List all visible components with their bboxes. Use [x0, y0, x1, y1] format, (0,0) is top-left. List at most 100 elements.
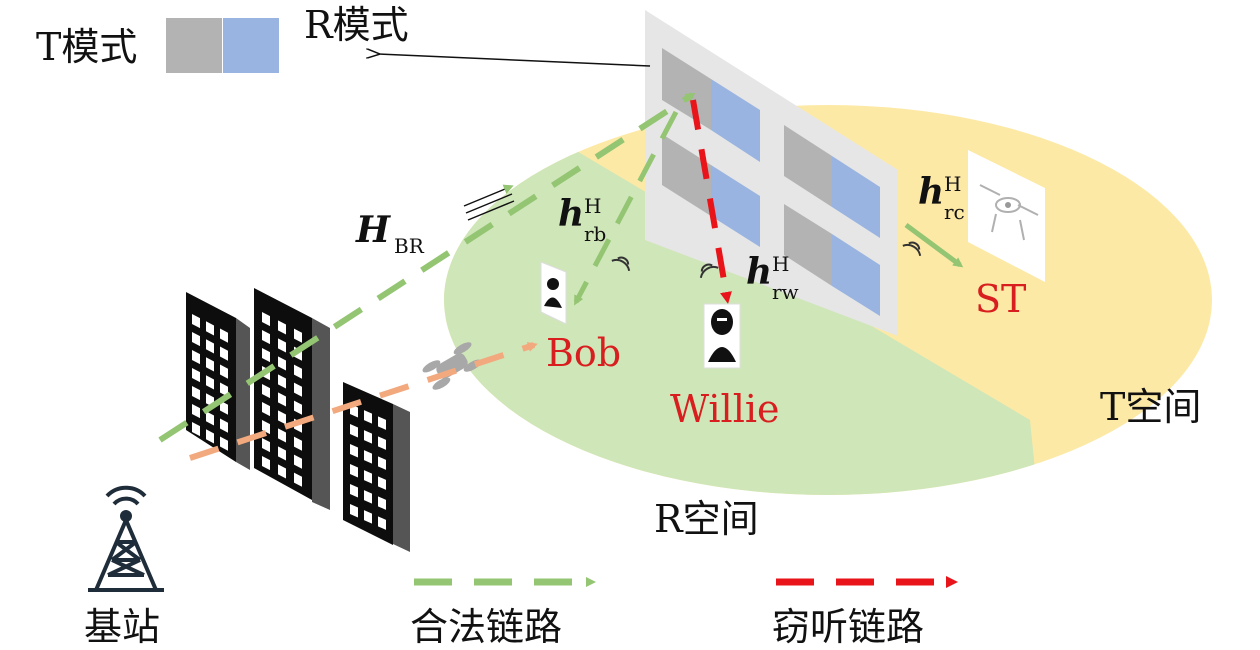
eavesdrop-link-label: 窃听链路 [772, 605, 925, 649]
building-window [262, 456, 270, 471]
building-window [262, 402, 270, 417]
ris-element-gray [784, 204, 832, 286]
ris-element-blue [711, 79, 760, 162]
building-window [262, 312, 270, 327]
signal-arrow [463, 184, 514, 207]
building-window [192, 386, 200, 401]
building-window [220, 346, 228, 361]
t-mode-swatch-blue [223, 18, 279, 73]
signal-arrow [467, 200, 515, 221]
building-window [206, 321, 214, 336]
building-window [364, 470, 372, 484]
building-window [350, 504, 358, 518]
channel-h-rc-label: h H rc [918, 171, 965, 224]
building-window [378, 516, 386, 530]
links [158, 92, 964, 461]
building-window [278, 356, 286, 371]
building-window [364, 490, 372, 504]
building-window [378, 416, 386, 430]
t-mode-swatch-gray [166, 18, 222, 73]
legal-link-label: 合法链路 [410, 605, 563, 649]
ris-element-blue [832, 234, 880, 316]
link-h-rb [573, 110, 679, 306]
building-window [378, 476, 386, 490]
building-window [220, 328, 228, 343]
link-h-rc [904, 222, 964, 268]
building-window [220, 400, 228, 415]
building-window [350, 484, 358, 498]
building-window [220, 436, 228, 451]
building-windows [192, 312, 386, 530]
building-window [294, 436, 302, 451]
building-window [350, 444, 358, 458]
building-window [206, 429, 214, 444]
building-window [220, 364, 228, 379]
building-window [350, 424, 358, 438]
wifi-icon [611, 256, 631, 272]
building-window [220, 418, 228, 433]
building-window [206, 339, 214, 354]
building-window [192, 314, 200, 329]
building-window [206, 375, 214, 390]
st-label: ST [975, 277, 1027, 321]
r-mode-label: R模式 [304, 3, 409, 47]
building-window [294, 400, 302, 415]
bob-user-icon [540, 261, 567, 325]
building-window [278, 338, 286, 353]
channel-h-br-label: H BR [356, 209, 424, 258]
channel-h-rb-label: h H rb [558, 193, 607, 246]
wifi-icon [902, 241, 922, 257]
building-window [206, 411, 214, 426]
ris-element-gray [662, 134, 711, 216]
r-mode-pointer-arrow [378, 54, 651, 67]
buildings-obstacle [186, 288, 410, 552]
building-window [278, 374, 286, 389]
building-window [262, 438, 270, 453]
channel-h-rw-label: h H rw [746, 251, 799, 304]
building-window [364, 430, 372, 444]
building-window [364, 450, 372, 464]
building-window [192, 404, 200, 419]
building-window [378, 456, 386, 470]
building-window [278, 446, 286, 461]
building-window [294, 454, 302, 469]
base-station-label: 基站 [84, 605, 161, 649]
building-window [378, 496, 386, 510]
signal-arrow [465, 193, 513, 214]
building-window [294, 328, 302, 343]
building-window [192, 368, 200, 383]
building-window [192, 332, 200, 347]
base-station-tower-icon [88, 485, 164, 592]
building-window [350, 464, 358, 478]
building-2-side [312, 318, 330, 510]
building-window [192, 350, 200, 365]
ris-element-gray [784, 125, 832, 207]
building-window [378, 436, 386, 450]
building-window [220, 382, 228, 397]
building-window [294, 382, 302, 397]
st-drone-icon [968, 150, 1045, 282]
link-h-br [158, 92, 696, 443]
r-space-label: R空间 [654, 497, 759, 541]
building-window [262, 330, 270, 345]
ris-panel [645, 10, 898, 336]
building-window [262, 384, 270, 399]
building-window [278, 428, 286, 443]
building-3-side [393, 404, 410, 552]
building-window [278, 320, 286, 335]
building-1-side [236, 318, 250, 470]
building-window [192, 422, 200, 437]
building-window [262, 348, 270, 363]
building-window [278, 410, 286, 425]
t-mode-label: T模式 [36, 25, 138, 69]
building-window [364, 410, 372, 424]
link-h-rw [690, 99, 732, 304]
wifi-icon [699, 263, 719, 279]
link-bs-bob-blocked [189, 342, 538, 461]
building-window [278, 464, 286, 479]
ris-element-blue [832, 156, 880, 238]
ris-element-blue [711, 165, 760, 247]
building-window [294, 472, 302, 487]
